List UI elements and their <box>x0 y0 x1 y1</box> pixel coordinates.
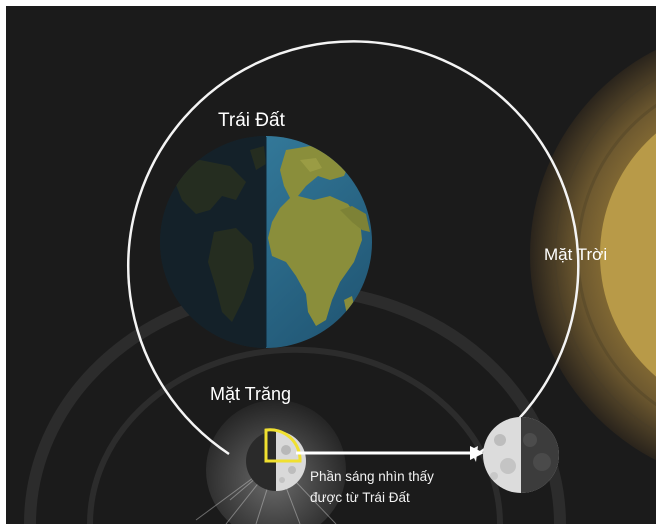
caption-line-2: được từ Trái Đất <box>310 490 410 505</box>
caption-line-1: Phần sáng nhìn thấy <box>310 469 434 484</box>
earth <box>160 136 372 348</box>
lit-part-caption: Phần sáng nhìn thấy được từ Trái Đất <box>310 466 434 508</box>
earth-label: Trái Đất <box>218 110 285 131</box>
moon-label: Mặt Trăng <box>210 384 292 404</box>
phase-arrow <box>296 446 484 460</box>
moon-phase-small <box>195 400 346 529</box>
moon-phase-large <box>483 417 559 493</box>
sun-label: Mặt Trời <box>544 245 608 264</box>
